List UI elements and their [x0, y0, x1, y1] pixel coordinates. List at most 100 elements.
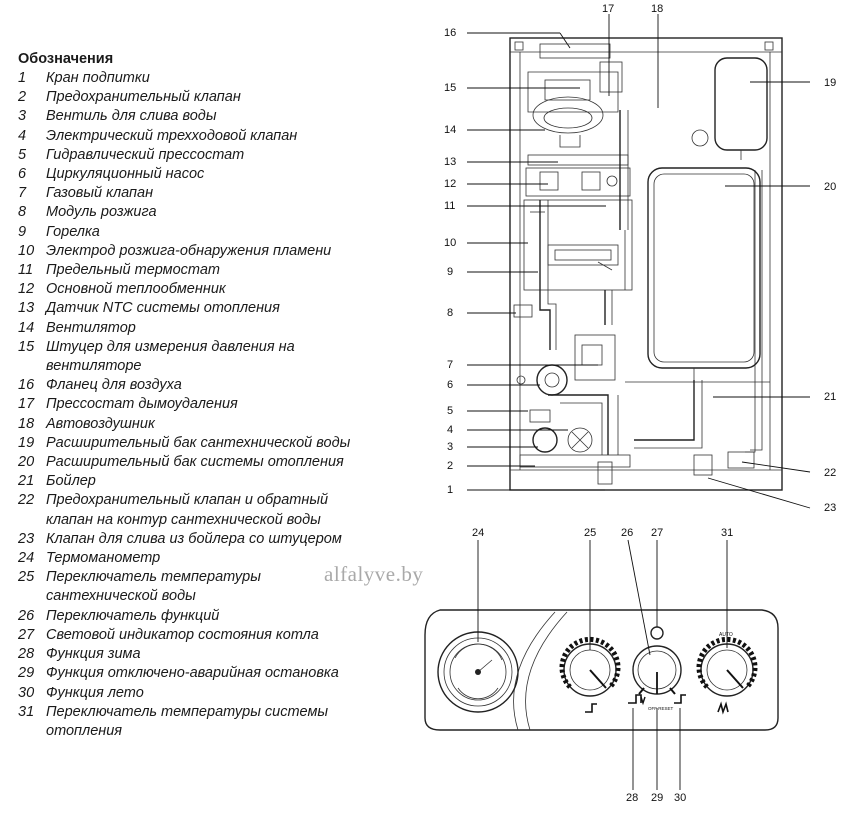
callout-labels: 16 15 14 13 12 11 10 9 8 7 6 5 4 3 2 1 1…	[444, 3, 836, 514]
legend-item-text: Расширительный бак сантехнической воды	[46, 434, 351, 451]
callout-16: 16	[444, 27, 456, 39]
legend-item-number: 27	[18, 626, 35, 643]
auto-label: AUTO	[719, 632, 733, 638]
callout-22: 22	[824, 467, 836, 479]
legend-item-number: 17	[18, 396, 35, 413]
legend-item: 9 Горелка	[6, 223, 398, 242]
callout-21: 21	[824, 391, 836, 403]
legend-item-number: 15	[18, 338, 35, 355]
legend-item-number: 10	[18, 242, 35, 259]
callout-30: 30	[674, 792, 686, 804]
legend-item-text: Электрический трехходовой клапан	[46, 127, 298, 144]
dhw-expansion-tank	[691, 57, 768, 160]
legend-item-number: 8	[18, 204, 27, 221]
legend-item-text: Световой индикатор состояния котла	[46, 626, 319, 643]
legend-item-text: Штуцер для измерения давления на	[46, 338, 295, 355]
legend-item: 3 Вентиль для слива воды	[6, 107, 398, 126]
off-reset-label: OFF RESET	[648, 706, 674, 711]
legend-item-text: Предельный термостат	[46, 262, 220, 279]
legend-item: 15 Штуцер для измерения давления на вентил…	[6, 338, 398, 376]
callout-4: 4	[447, 424, 453, 436]
legend-item: 21 Бойлер	[6, 472, 398, 491]
dhw-tap-icon	[585, 703, 597, 713]
callout-14: 14	[444, 124, 456, 136]
legend-item-number: 6	[18, 166, 27, 183]
legend-item-number: 24	[18, 550, 35, 567]
callout-23: 23	[824, 502, 836, 514]
callout-9: 9	[447, 266, 453, 278]
legend-item-number: 22	[18, 492, 35, 509]
legend-item-number: 2	[18, 89, 27, 106]
legend-item-text: Горелка	[46, 223, 100, 240]
legend-item-text: Термоманометр	[46, 550, 161, 567]
legend-item-number: 16	[18, 377, 35, 394]
legend-item-number: 21	[18, 473, 35, 490]
callout-17: 17	[602, 3, 614, 15]
callout-28: 28	[626, 792, 638, 804]
callout-6: 6	[447, 379, 453, 391]
legend-item-number: 29	[18, 665, 35, 682]
callout-13: 13	[444, 156, 456, 168]
callout-19: 19	[824, 77, 836, 89]
radiator-icon	[717, 701, 729, 715]
legend-item-text: Бойлер	[46, 473, 96, 490]
legend-item-text: Кран подпитки	[46, 70, 150, 86]
legend-item-number: 4	[18, 127, 27, 144]
callout-15: 15	[444, 82, 456, 94]
legend-item-number: 9	[18, 223, 27, 240]
legend-item-number: 18	[18, 415, 35, 432]
legend-item-number: 31	[18, 703, 35, 720]
legend-item-number: 1	[18, 70, 27, 86]
legend-item-text: Электрод розжига-обнаружения пламени	[46, 242, 332, 259]
legend-item-text: Предохранительный клапан	[46, 89, 241, 106]
legend-item-text: Прессостат дымоудаления	[46, 396, 238, 413]
legend-item-continuation: вентиляторе	[46, 358, 142, 375]
status-indicator-light	[650, 626, 664, 640]
legend-item-text: Вентиль для слива воды	[46, 108, 217, 125]
callout-20: 20	[824, 181, 836, 193]
legend-item-text: Модуль розжига	[46, 204, 157, 221]
legend-item-text: Клапан для слива из бойлера со штуцером	[46, 530, 342, 547]
legend-item: 2 Предохранительный клапан	[6, 88, 398, 107]
legend-item: 30 Функция лето	[6, 684, 398, 703]
callout-29: 29	[651, 792, 663, 804]
legend-item-number: 23	[18, 530, 35, 547]
callout-8: 8	[447, 307, 453, 319]
legend-item-number: 30	[18, 684, 35, 701]
pipework	[539, 110, 763, 455]
heating-expansion-tank	[647, 167, 761, 380]
legend-item-text: Газовый клапан	[46, 185, 154, 202]
legend-item-number: 12	[18, 281, 35, 298]
legend-item-continuation: отопления	[46, 722, 123, 739]
legend-item-text: Функция лето	[46, 684, 144, 701]
panel-callout-leaders	[477, 539, 728, 790]
legend-item-number: 5	[18, 146, 27, 163]
legend-item-number: 25	[18, 569, 35, 586]
legend-item-number: 13	[18, 300, 35, 317]
function-selector-knob[interactable]	[632, 645, 682, 695]
callout-3: 3	[447, 441, 453, 453]
legend-item: 27 Световой индикатор состояния котла	[6, 626, 398, 645]
callout-31: 31	[721, 527, 733, 539]
legend-item-number: 28	[18, 646, 35, 663]
watermark: alfalyve.by	[324, 562, 424, 586]
fan-assembly	[527, 43, 623, 148]
callout-1: 1	[447, 484, 453, 496]
legend-item: 4 Электрический трехходовой клапан	[6, 127, 398, 146]
legend-item-continuation: клапан на контур сантехнической воды	[46, 511, 321, 528]
legend-item-text: Основной теплообменник	[46, 281, 226, 298]
legend-item-number: 3	[18, 108, 27, 125]
legend-item: 17 Прессостат дымоудаления	[6, 395, 398, 414]
